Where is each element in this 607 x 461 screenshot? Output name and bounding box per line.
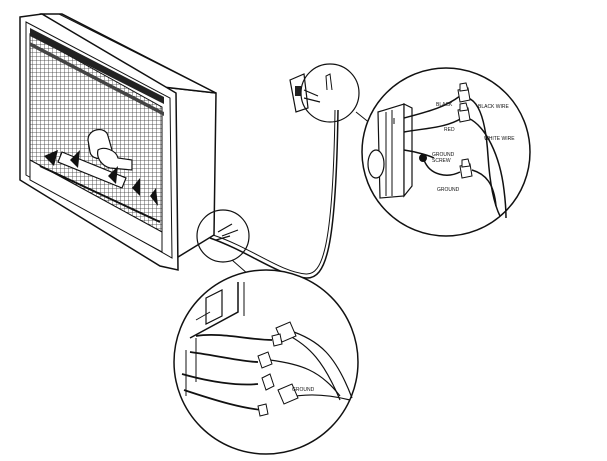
label-ground-screw-1: GROUND <box>432 152 455 158</box>
wall-switch <box>289 73 321 113</box>
switch-box-detail: BLACK BLACK WIRE RED WHITE WIRE GROUND S… <box>361 67 531 237</box>
ground-screw-icon <box>419 154 427 162</box>
label-white-wire: WHITE WIRE <box>484 136 515 142</box>
fireplace-unit <box>19 13 217 271</box>
junction-callout-circle <box>196 209 250 263</box>
label-black-wire: BLACK WIRE <box>478 104 510 110</box>
label-ground-screw-2: SCREW <box>432 158 451 164</box>
log-set <box>39 129 161 223</box>
switch-callout-circle <box>300 63 360 123</box>
label-black: BLACK <box>436 102 453 108</box>
cords <box>209 73 339 279</box>
junction-box-detail: GROUND <box>173 269 359 455</box>
label-ground-top: GROUND <box>437 187 460 193</box>
label-red: RED <box>444 127 455 133</box>
label-ground-bottom: GROUND <box>292 387 315 393</box>
